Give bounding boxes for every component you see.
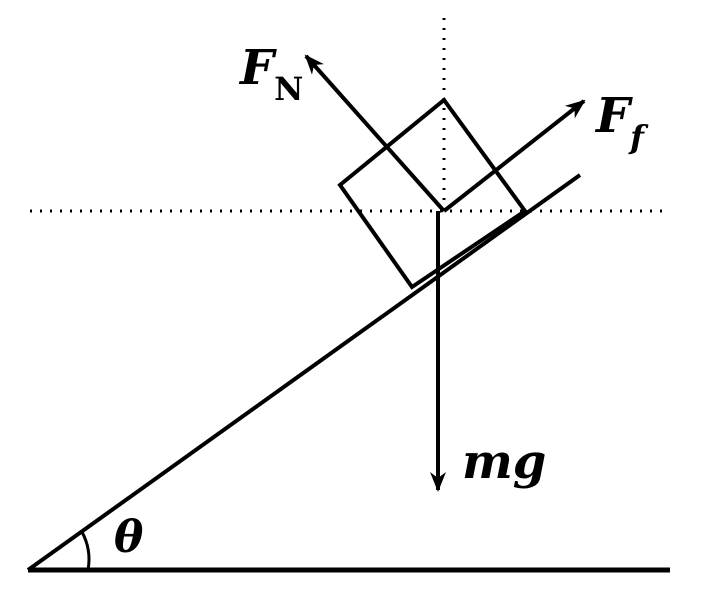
block [337,97,528,290]
friction-force-arrow [442,99,586,213]
angle-arc [80,531,91,571]
friction-force-subscript: f [628,118,649,156]
normal-force-label: FN [238,40,303,108]
normal-force-arrow [304,54,446,213]
weight-label: mg [462,434,546,490]
normal-force-subscript: N [274,70,303,108]
incline-surface [26,173,582,572]
friction-force-label: Ff [594,88,649,156]
angle-label: θ [114,512,144,563]
